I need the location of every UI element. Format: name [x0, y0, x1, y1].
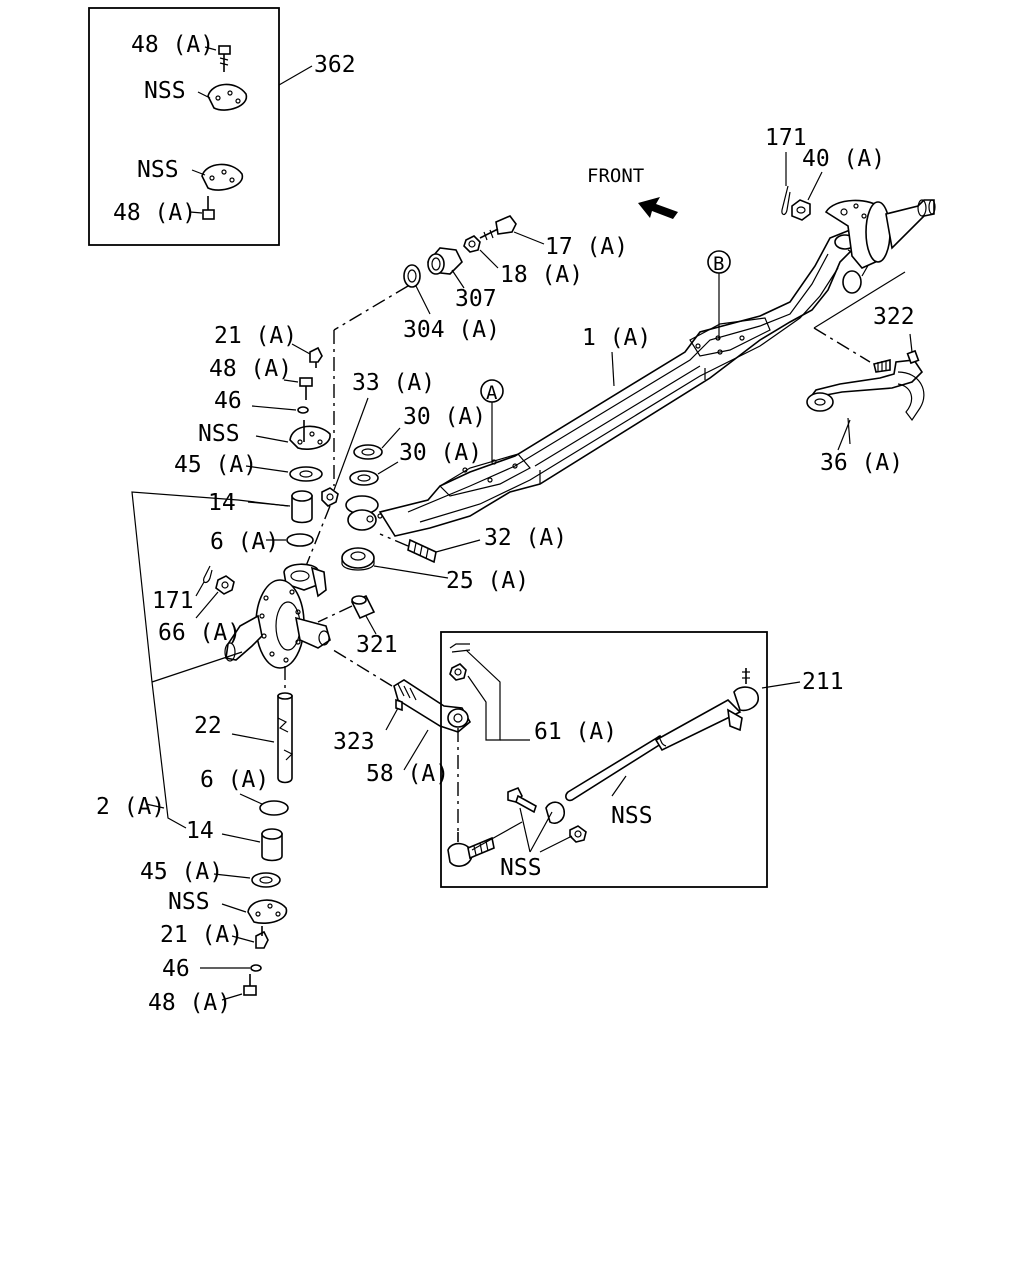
front-arrow-icon — [638, 197, 678, 219]
callout-33: 33 (A) — [352, 370, 435, 396]
cotter-pin-left — [203, 565, 213, 584]
thrust-bearing-25 — [341, 547, 375, 571]
callout-48-top: 48 (A) — [209, 356, 292, 382]
callout-17: 17 (A) — [545, 234, 628, 260]
kit-plate-bottom — [201, 163, 243, 191]
callout-6-bottom: 6 (A) — [200, 767, 269, 793]
callout-18: 18 (A) — [500, 262, 583, 288]
callout-nss-tierod: NSS — [611, 803, 653, 829]
callout-322: 322 — [873, 304, 915, 330]
callout-323: 323 — [333, 729, 375, 755]
callout-46-top: 46 — [214, 388, 242, 414]
callout-21-top: 21 (A) — [214, 323, 297, 349]
bolt-17 — [479, 215, 517, 241]
callout-kit362-plate-top: NSS — [144, 78, 186, 104]
callout-36: 36 (A) — [820, 450, 903, 476]
nut-33 — [321, 487, 339, 507]
kit-plate-top — [207, 83, 248, 111]
callout-14-bottom: 14 — [186, 818, 214, 844]
callout-307: 307 — [455, 286, 497, 312]
kit-bolt-top — [218, 45, 231, 72]
callout-nss-bottom: NSS — [168, 889, 210, 915]
callout-kit362-plate-bottom: NSS — [137, 157, 179, 183]
callout-58: 58 (A) — [366, 761, 449, 787]
left-kingpin-stack — [245, 343, 331, 547]
shims-30 — [349, 444, 383, 486]
callout-48-bottom: 48 (A) — [148, 990, 231, 1016]
callout-30-a: 30 (A) — [403, 404, 486, 430]
callout-40: 40 (A) — [802, 146, 885, 172]
kit-bolt-bottom — [202, 196, 215, 220]
callout-32: 32 (A) — [484, 525, 567, 551]
lock-pin-32 — [407, 538, 437, 564]
callout-321: 321 — [356, 632, 398, 658]
fitting-307 — [427, 247, 463, 275]
callout-171-left: 171 — [152, 588, 194, 614]
front-label: FRONT — [587, 165, 644, 187]
pitman-arm — [806, 349, 925, 422]
callout-nss-clamp: NSS — [500, 855, 542, 881]
washer-304 — [403, 264, 421, 288]
callout-kit362-bolt-top: 48 (A) — [131, 32, 214, 58]
callout-22: 22 — [194, 713, 222, 739]
marker-b: B — [713, 253, 724, 275]
callout-171-top: 171 — [765, 125, 807, 151]
castle-nut-40 — [791, 199, 811, 221]
callout-nss-top: NSS — [198, 421, 240, 447]
callout-1: 1 (A) — [582, 325, 651, 351]
callout-6-top: 6 (A) — [210, 529, 279, 555]
callout-25: 25 (A) — [446, 568, 529, 594]
callout-kit362-bolt-bottom: 48 (A) — [113, 200, 196, 226]
kit-362-box — [88, 7, 280, 246]
callout-61: 61 (A) — [534, 719, 617, 745]
lower-kingpin-stack — [200, 828, 288, 1001]
bracket-2 — [131, 491, 289, 829]
callout-211: 211 — [802, 669, 844, 695]
lock-pin-321 — [350, 594, 376, 620]
marker-a: A — [486, 382, 498, 404]
nut-66 — [215, 575, 235, 595]
kingpin-22 — [277, 692, 294, 784]
callout-45-bottom: 45 (A) — [140, 859, 223, 885]
nut-18 — [463, 235, 481, 253]
left-knuckle — [224, 563, 331, 669]
callout-14-top: 14 — [208, 490, 236, 516]
callout-46-bottom: 46 — [162, 956, 190, 982]
tie-rod-arm-58 — [393, 679, 472, 733]
callout-30-b: 30 (A) — [399, 440, 482, 466]
callout-2: 2 (A) — [96, 794, 165, 820]
callout-kit362: 362 — [314, 52, 356, 78]
right-knuckle — [824, 199, 936, 269]
callout-45-top: 45 (A) — [174, 452, 257, 478]
callout-66: 66 (A) — [158, 620, 241, 646]
tie-rod-box — [440, 631, 801, 888]
cotter-pin-top — [781, 185, 791, 216]
callout-21-bottom: 21 (A) — [160, 922, 243, 948]
seal-6-lower — [259, 800, 289, 816]
callout-304: 304 (A) — [403, 317, 500, 343]
